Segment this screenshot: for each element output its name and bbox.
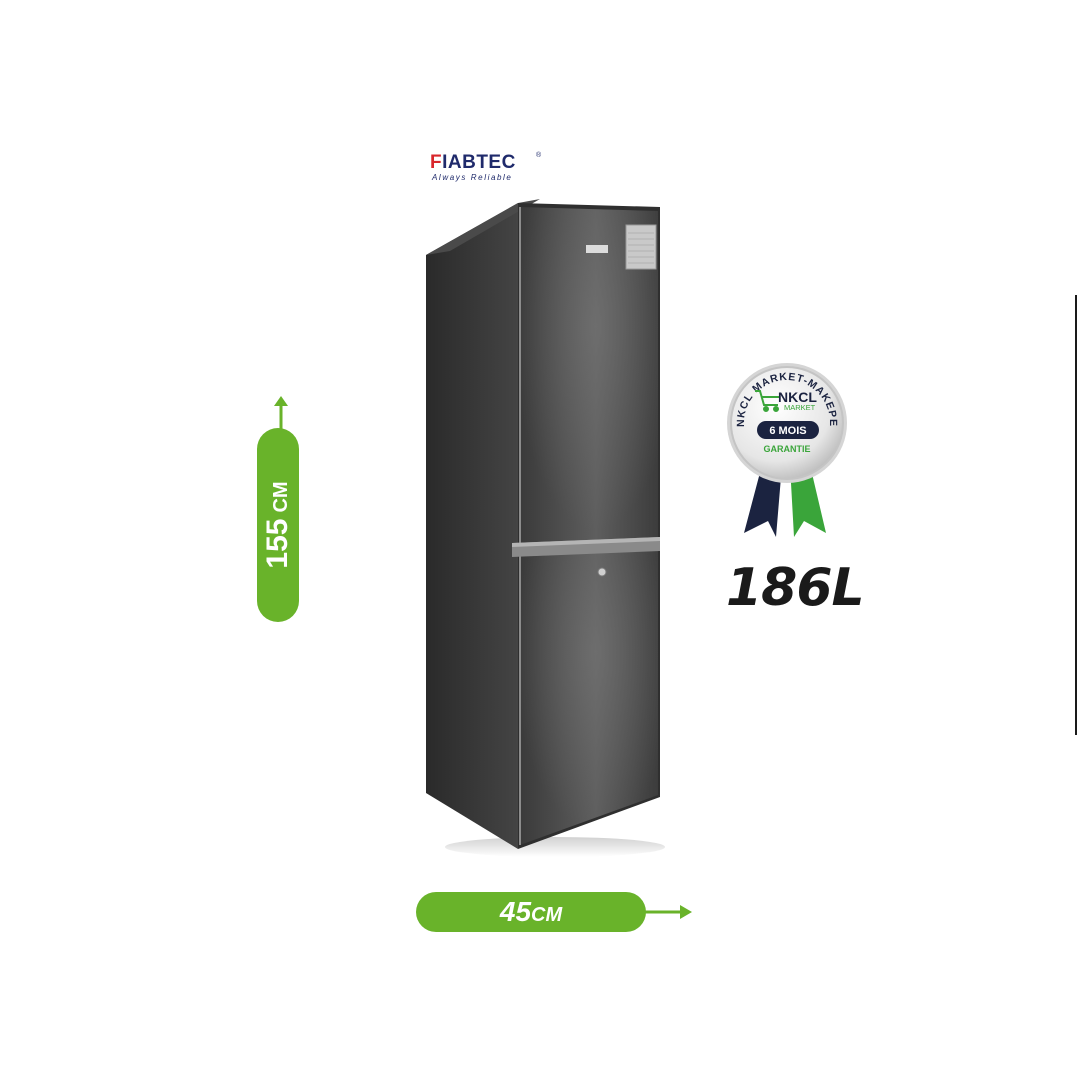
- ribbon-navy: [744, 465, 782, 537]
- badge-duration: 6 MOIS: [769, 425, 806, 437]
- registered-mark: ®: [536, 152, 542, 159]
- badge-logo-top: NKCL: [778, 389, 817, 405]
- width-text: 45CM: [499, 896, 563, 927]
- arrow-right-icon: [642, 905, 692, 919]
- warranty-badge: NKCL MARKET-MAKEPE NKCL MARKET 6 MOIS GA…: [727, 363, 847, 537]
- door-lock: [597, 567, 607, 577]
- fridge-side: [426, 203, 518, 849]
- control-panel: [625, 224, 657, 270]
- capacity-label: 186L: [726, 558, 865, 618]
- brand-logo: FIABTEC ® Always Reliable: [430, 152, 542, 188]
- cart-icon: [755, 390, 779, 412]
- brand-name: FIABTEC: [430, 152, 516, 173]
- brand-tagline: Always Reliable: [432, 173, 513, 182]
- width-dimension-label: 45CM: [416, 892, 646, 932]
- edge-divider: [1075, 295, 1077, 735]
- badge-label: GARANTIE: [764, 444, 811, 454]
- badge-logo-bottom: MARKET: [784, 403, 816, 412]
- refrigerator-image: [426, 199, 665, 857]
- ribbon-green: [790, 465, 826, 537]
- height-text: 155CM: [261, 481, 294, 569]
- height-dimension-label: 155CM: [257, 428, 299, 622]
- door-emblem: [586, 245, 608, 253]
